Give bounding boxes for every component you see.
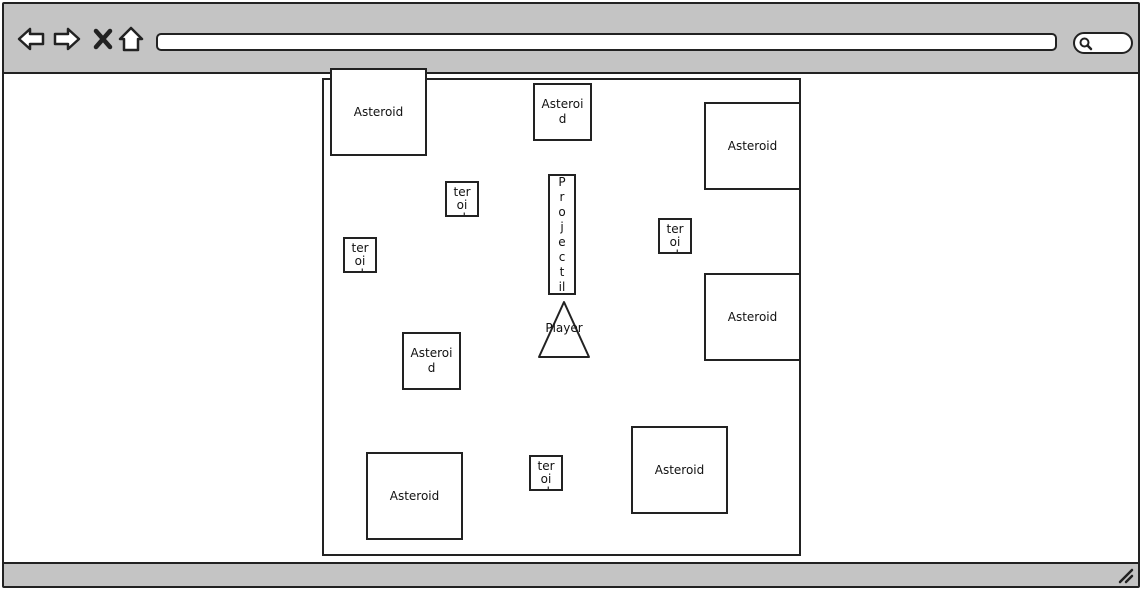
home-icon <box>118 26 144 52</box>
asteroid-label: As ter oid <box>453 183 471 215</box>
resize-grip-icon[interactable] <box>1118 568 1134 584</box>
forward-button[interactable] <box>52 24 82 54</box>
status-bar <box>4 562 1138 586</box>
back-button[interactable] <box>16 24 46 54</box>
asteroid-label: As ter oid <box>537 457 555 489</box>
asteroid: As ter oid <box>658 218 692 254</box>
asteroid: Asteroid <box>366 452 463 540</box>
asteroid: As ter oid <box>529 455 563 491</box>
arrow-right-icon <box>53 27 81 51</box>
address-bar[interactable] <box>156 33 1057 51</box>
asteroid: Asteroid <box>704 273 801 361</box>
asteroid-label: Asteroi d <box>410 346 453 375</box>
arrow-left-icon <box>17 27 45 51</box>
asteroid-label: Asteroid <box>727 309 778 324</box>
projectile-label: P ro je ct il <box>558 174 566 294</box>
asteroid-label: Asteroid <box>389 488 440 503</box>
asteroid-label: Asteroid <box>654 462 705 477</box>
stop-button[interactable] <box>88 24 118 54</box>
asteroid-label: Asteroi d <box>541 97 584 126</box>
asteroid: As ter oid <box>445 181 479 217</box>
close-icon <box>93 28 113 50</box>
asteroid-label: As ter oid <box>666 220 684 252</box>
asteroid-label: Asteroid <box>353 104 404 119</box>
asteroid: Asteroi d <box>402 332 461 390</box>
asteroid: Asteroid <box>330 68 427 156</box>
player-label: Player <box>545 321 583 335</box>
asteroid: Asteroid <box>631 426 728 514</box>
search-field[interactable] <box>1073 32 1133 54</box>
home-button[interactable] <box>116 24 146 54</box>
projectile: P ro je ct il <box>548 174 576 295</box>
asteroid-label: Asteroid <box>727 138 778 153</box>
search-icon <box>1079 37 1093 51</box>
asteroid: Asteroid <box>704 102 801 190</box>
asteroid-label: As ter oid <box>351 239 369 271</box>
browser-toolbar <box>4 4 1138 74</box>
asteroid: Asteroi d <box>533 83 592 141</box>
asteroid: As ter oid <box>343 237 377 273</box>
player-ship-icon <box>538 301 590 358</box>
